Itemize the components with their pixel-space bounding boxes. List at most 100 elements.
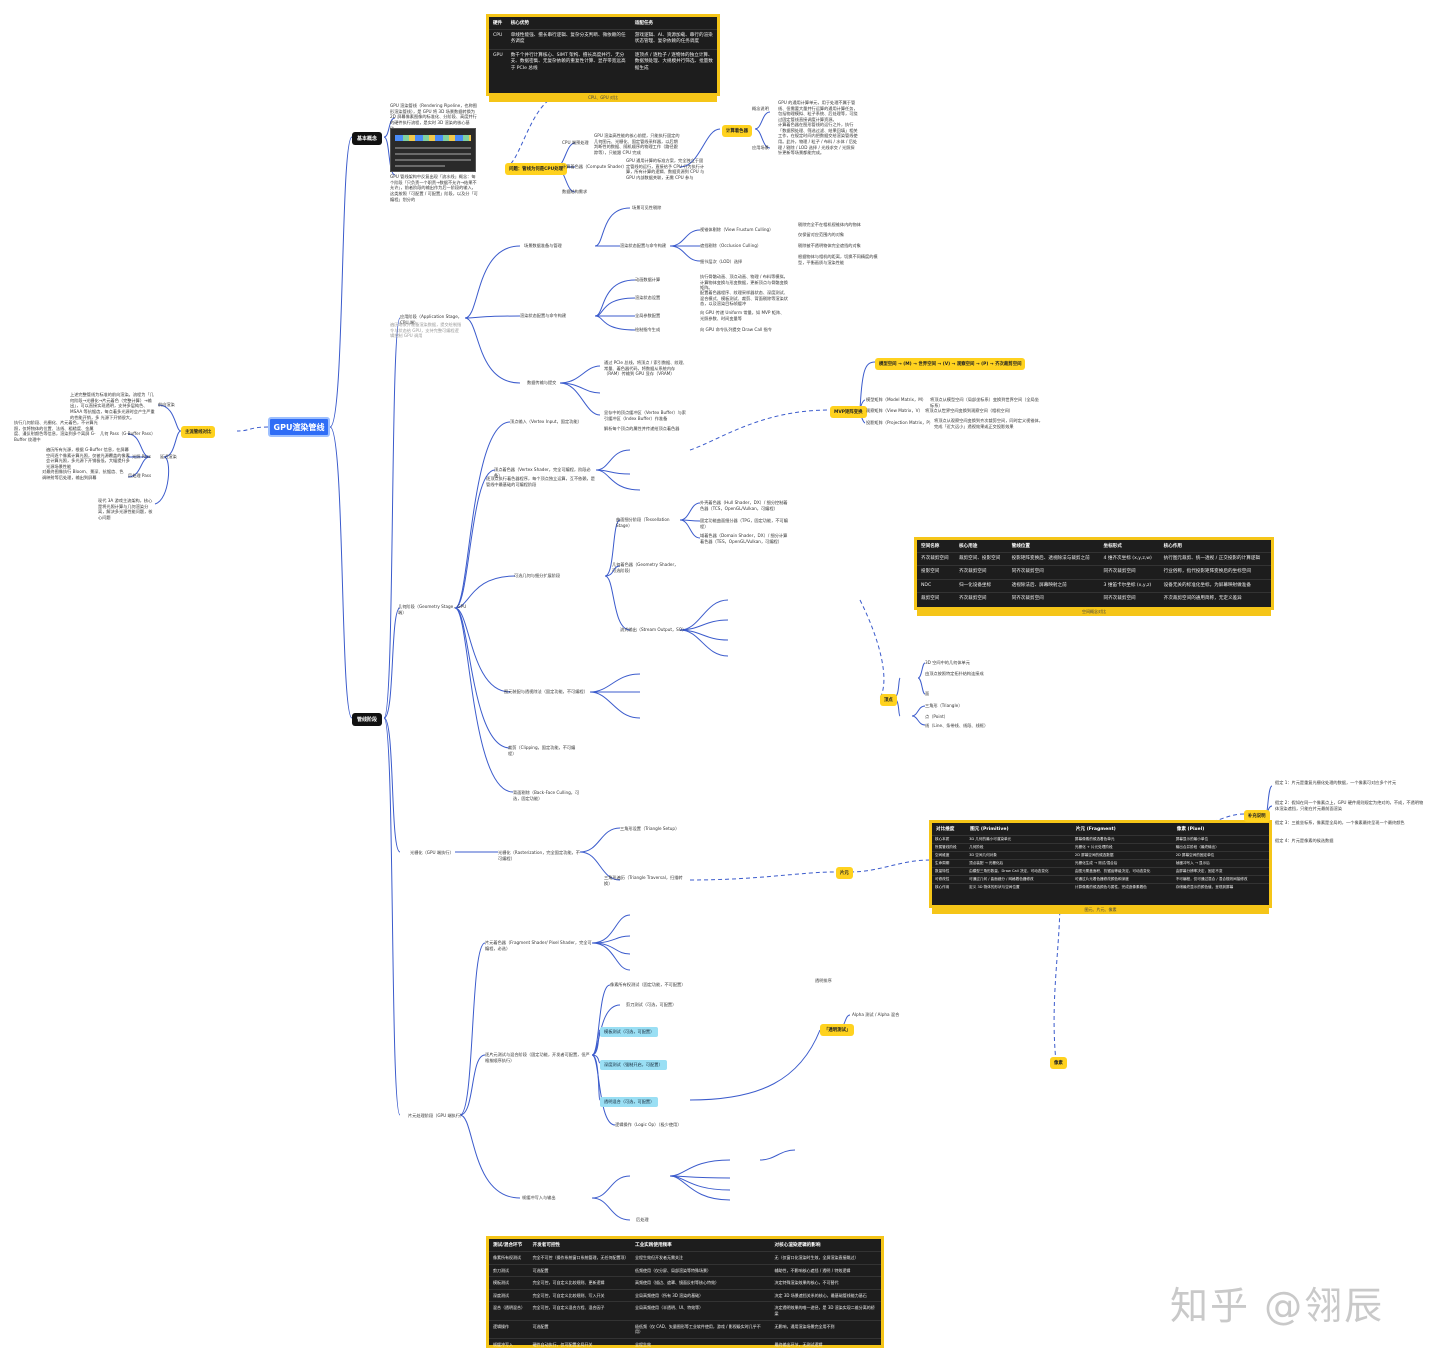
table-cell: 极低频（仅 CAD、矢量图形等工业软件使用，游戏 / 影视级实时几乎不用） xyxy=(630,1319,771,1339)
compute-label[interactable]: 计算着色器（Compute Shader） xyxy=(562,164,627,169)
table-header: 核心作用 xyxy=(1163,544,1183,549)
data-structure-label[interactable]: 数据结构需求 xyxy=(562,189,588,194)
table-cell: 定义 3D 物体的形状与空间位置 xyxy=(966,883,1072,892)
clipping-label[interactable]: 裁剪（Clipping，固定功能，不可编程） xyxy=(508,745,576,756)
tests-label[interactable]: 逐片元测试与混合阶段（固定功能，开发者可配置，但严格按顺序执行） xyxy=(485,1052,590,1063)
table-row: 逻辑操作可选配置极低频（仅 CAD、矢量图形等工业软件使用，游戏 / 影视级实时… xyxy=(489,1319,881,1339)
table-cell: 裁剪空间、投影空间 xyxy=(954,551,1008,566)
basic-intro2: GPU 管线架构中反复出现「流水线」概念：每个阶段「只负责一个职责→数据不允许→… xyxy=(390,174,478,202)
model-matrix[interactable]: 模型矩阵（Model Matrix，M） xyxy=(866,397,927,402)
drawcall-label[interactable]: 绘制指令生成 xyxy=(635,327,661,332)
table-header: 硬件 xyxy=(493,21,503,26)
geometry-stage-title[interactable]: 几何阶段（Geometry Stage，GPU 端） xyxy=(398,604,467,615)
post-pass-label[interactable]: 后处理 Pass xyxy=(128,473,152,478)
why-gpu-tag[interactable]: 问题：管线为何是CPU处理 xyxy=(505,163,567,175)
transparent-sort[interactable]: 透明排序 xyxy=(815,978,832,983)
frustum-desc2: 仅保留对应范围内的对象 xyxy=(798,232,845,237)
table-cell: 逻辑操作 xyxy=(489,1319,529,1339)
pixel-tag[interactable]: 像素 xyxy=(1050,1057,1067,1069)
anim-label[interactable]: 动画数据计算 xyxy=(635,277,661,282)
table-cell: 3 维笛卡尔坐标 (x,y,z) xyxy=(1099,578,1160,593)
frustum-desc: 剔除完全不在相机视锥体内的物体 xyxy=(798,222,861,227)
output-label[interactable]: 帧缓冲写入与输出 xyxy=(522,1195,556,1200)
transparent-tag[interactable]: 「透明测试」 xyxy=(820,1024,855,1036)
branch-basic[interactable]: 基本概念 xyxy=(352,132,383,145)
scissor-test[interactable]: 剪刀测试（可选，可配置） xyxy=(626,1002,677,1007)
light-pass-label[interactable]: 光照 Pass xyxy=(132,454,151,459)
forward-label[interactable]: 前向渲染 xyxy=(158,402,175,407)
uniform-label[interactable]: 全局参数配置 xyxy=(635,313,661,318)
fragment-tag[interactable]: 片元 xyxy=(836,867,853,879)
triangle-traversal[interactable]: 三角形遍历（Triangle Traversal，扫描转换） xyxy=(604,875,683,886)
state-label[interactable]: 渲染状态设置 xyxy=(635,295,661,300)
table-row: 所属管线阶段几何阶段光栅化 + 片元处理阶段输出合并阶段（最终输出） xyxy=(932,843,1269,852)
culling-label[interactable]: 背面剔除（Back-Face Culling，可选，固定功能） xyxy=(513,790,580,801)
table-cell: CPU xyxy=(489,29,507,50)
table-cell: 裁剪空间 xyxy=(917,592,955,606)
ownership-test[interactable]: 像素所有权测试（固定功能，不可配置） xyxy=(610,982,686,987)
mvp-tag[interactable]: MVP矩阵变换 xyxy=(830,406,867,418)
table-cell: 透视除法后、屏幕映射之前 xyxy=(1007,578,1100,593)
pipeline-compare-tag[interactable]: 主流管线对比 xyxy=(181,426,216,438)
table-cell: 同齐次裁剪空间 xyxy=(1007,565,1100,580)
rasterization-label[interactable]: 光栅化（Rasterization，完全固定功能，不可编程） xyxy=(498,850,580,861)
note-4: 假定 4：片元是像素的候选数据 xyxy=(1275,838,1334,843)
compute-shader-tag[interactable]: 计算着色器 xyxy=(722,125,752,137)
assembly-label[interactable]: 图元装配与透视除法（固定功能，不可编程） xyxy=(504,689,588,694)
face-type-2: 由顶点按照特定拓扑结构连接成 xyxy=(925,671,984,676)
branch-pipeline[interactable]: 管线阶段 xyxy=(352,713,383,726)
hull-shader[interactable]: 外壳着色器（Hull Shader，DX）/ 细分控制着色器（TCS，OpenG… xyxy=(700,500,788,511)
tess-label[interactable]: 曲面细分阶段（Tessellation Stage） xyxy=(616,517,670,528)
table-cell: 核心作用 xyxy=(932,883,967,892)
post-process-label[interactable]: 后处理 xyxy=(636,1217,649,1222)
blend-test[interactable]: 透明混合（可选，可配置） xyxy=(600,1097,659,1107)
vertex-input-label[interactable]: 顶点输入（Vertex Input，固定功能） xyxy=(510,419,582,424)
raster-stage-title[interactable]: 光栅化（GPU 端执行） xyxy=(410,850,454,855)
bind-desc: 解析每个顶点的属性并传递给顶点着色器 xyxy=(604,426,680,431)
fragment-stage-title[interactable]: 片元处理阶段（GPU 端执行） xyxy=(408,1113,465,1118)
table-row: 核心作用定义 3D 物体的形状与空间位置计算像素的候选颜色与属性，完成逐像素着色… xyxy=(932,883,1269,892)
table-header: 核心优势 xyxy=(510,21,530,26)
gbuffer-label[interactable]: 几何 Pass（G-Buffer Pass） xyxy=(100,431,156,436)
lod-label[interactable]: 渲染状态配置与命令构建 xyxy=(620,243,667,248)
table-cell: GPU xyxy=(489,48,507,76)
fragment-shader-label[interactable]: 片元着色器（Fragment Shader/ Pixel Shader，完全可编… xyxy=(485,940,592,951)
table-header: 管线位置 xyxy=(1011,544,1030,549)
vertex-tag[interactable]: 顶点 xyxy=(880,694,897,706)
app-stage-title[interactable]: 应用阶段（Application Stage，CPU 端） xyxy=(400,314,462,325)
table-cell: 决定特殊渲染效果的核心，不可替代 xyxy=(770,1276,881,1290)
domain-shader[interactable]: 域着色器（Domain Shader，DX）/ 细分计算着色器（TES，Open… xyxy=(700,533,788,544)
upload-label[interactable]: 数据传输与提交 xyxy=(527,380,557,385)
table-caption: 图元、片元、像素 xyxy=(932,905,1269,914)
usage-label[interactable]: 应用场景 xyxy=(752,145,769,150)
table-row: 剪刀测试可选配置低频使用（仅分屏、局部渲染等特殊场景）辅助性，不影响核心遮挡 /… xyxy=(489,1263,881,1277)
scene-prep-label[interactable]: 场景数据准备与管理 xyxy=(524,243,562,248)
proj-matrix[interactable]: 投影矩阵（Projection Matrix，P） xyxy=(866,420,934,425)
concept-label[interactable]: 概念说明 xyxy=(752,106,769,111)
tess-fixed[interactable]: 固定功能曲面细分器（TPG，固定功能，不可编程） xyxy=(700,518,788,529)
table-row: 投影空间齐次裁剪空间同齐次裁剪空间同齐次裁剪空间行业俗称，指代投影矩阵变换后的坐… xyxy=(917,565,1271,580)
triangle-setup[interactable]: 三角形设置（Triangle Setup） xyxy=(620,826,680,831)
vertex-shader-label[interactable]: 顶点着色器（Vertex Shader，完全可编程，阶段必备） xyxy=(494,467,591,478)
depth-test[interactable]: 深度测试（强制开启，可配置） xyxy=(600,1060,667,1070)
frustum-culling[interactable]: 视锥体剔除（View Frustum Culling） xyxy=(700,227,774,232)
uniform-desc: 向 GPU 传递 Uniform 常量，如 MVP 矩阵、光照参数、时间变量等 xyxy=(700,310,785,321)
table-cell: 帧缓冲写入 xyxy=(489,1337,529,1351)
view-matrix[interactable]: 观察矩阵（View Matrix，V） xyxy=(866,408,923,413)
optional-stages-label[interactable]: 可选几何与细分扩展阶段 xyxy=(514,573,561,578)
face-type-1: 3D 空间中的几何体单元 xyxy=(925,660,970,665)
geometry-shader[interactable]: 几何着色器（Geometry Shader，可选阶段） xyxy=(612,562,679,573)
stencil-test[interactable]: 模板测试（可选，可配置） xyxy=(600,1027,659,1037)
root-node[interactable]: GPU渲染管线 xyxy=(268,417,330,437)
supplement-tag[interactable]: 补充说明 xyxy=(1244,810,1270,822)
lod-select[interactable]: 细节层次（LOD）选择 xyxy=(700,259,743,264)
logic-op[interactable]: 逻辑操作（Logic Op）（极少使用） xyxy=(615,1122,682,1127)
render-state-label[interactable]: 渲染状态配置与命令构建 xyxy=(520,313,567,318)
visibility-label[interactable]: 场景可见性剔除 xyxy=(632,205,662,210)
stream-output[interactable]: 流式输出（Stream Output，SO） xyxy=(620,627,687,632)
prim-triangle: 三角形（Triangle） xyxy=(925,703,963,708)
deferred-label[interactable]: 延迟渲染 xyxy=(160,454,177,459)
cpu-side-label[interactable]: CPU 端预处理 xyxy=(562,140,589,145)
occlusion-culling[interactable]: 遮挡剔除（Occlusion Culling） xyxy=(700,243,762,248)
alpha-label[interactable]: Alpha 测试 / Alpha 混合 xyxy=(852,1012,900,1017)
